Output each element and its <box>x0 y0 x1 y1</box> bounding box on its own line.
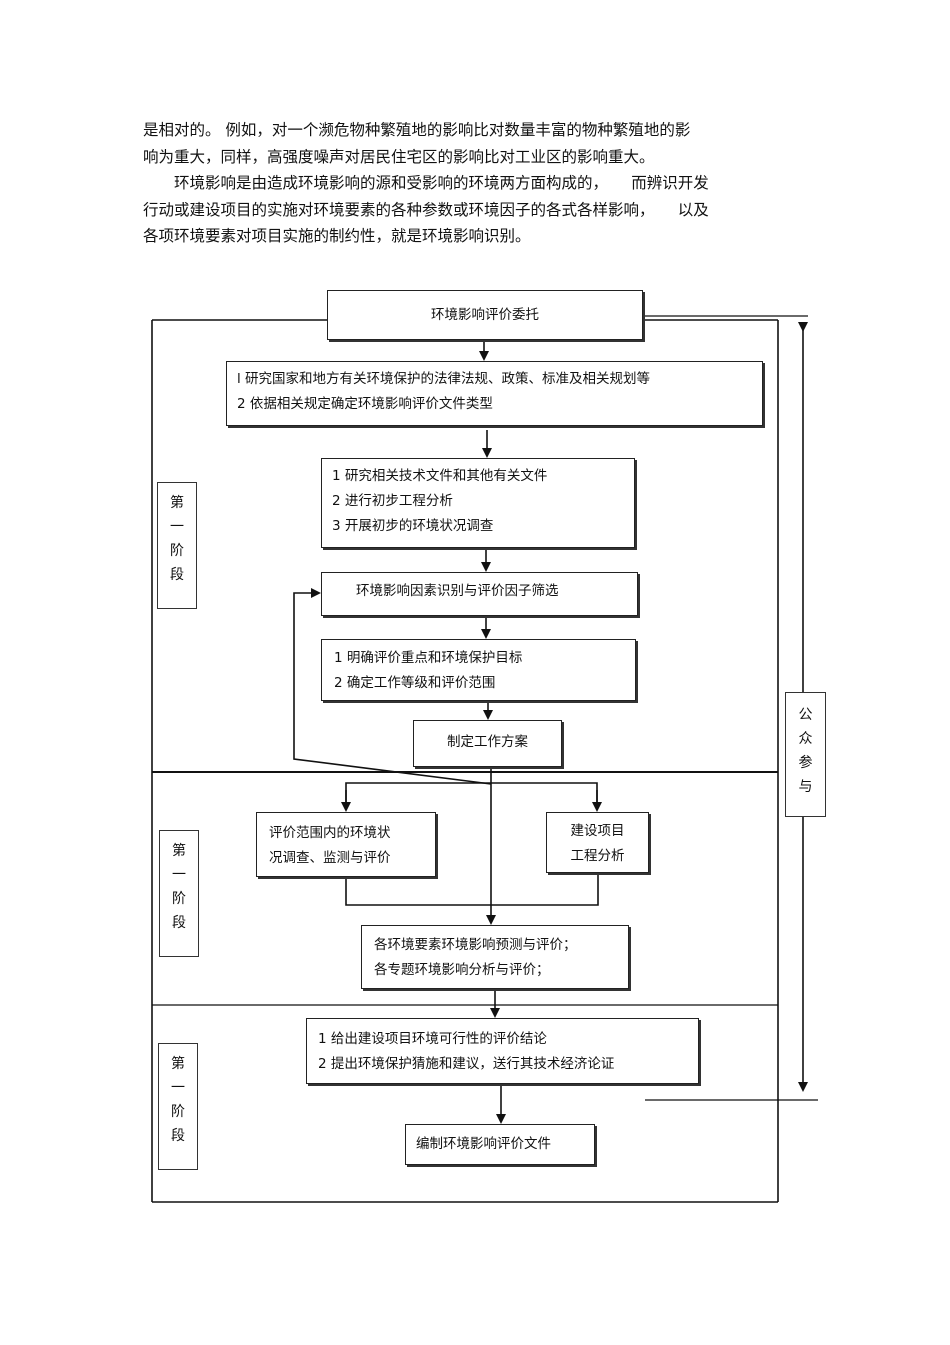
intro-paragraph: 是相对的。 例如，对一个濒危物种繁殖地的影响比对数量丰富的物种繁殖地的影 响为重… <box>143 117 813 250</box>
branch-line <box>345 782 598 810</box>
box-feasibility-conclusion: 1 给出建设项目环境可行性的评价结论 2 提出环境保护猜施和建议，送行其技术经济… <box>306 1018 699 1084</box>
box-line: 各环境要素环境影响预测与评价； <box>374 937 577 953</box>
box-line: 各专题环境影响分析与评价； <box>374 962 550 978</box>
box-line: 1 明确评价重点和环境保护目标 <box>334 650 523 666</box>
feedback-loop-arrow <box>293 588 492 785</box>
paragraph-line: 行动或建设项目的实施对环境要素的各种参数或环境因子的各式各样影响， 以及 <box>143 200 709 219</box>
box-engineering-analysis: 建设项目 工程分析 <box>546 812 649 873</box>
box-work-plan: 制定工作方案 <box>413 720 562 767</box>
paragraph-line: 各项环境要素对项目实施的制约性，就是环境影响识别。 <box>143 227 531 245</box>
box-line: 2 确定工作等级和评价范围 <box>334 675 496 691</box>
stage-label-2: 第 一 阶 段 <box>159 830 199 957</box>
box-compile-report: 编制环境影响评价文件 <box>405 1124 595 1165</box>
stage-label-1: 第 一 阶 段 <box>157 482 197 609</box>
box-line: 工程分析 <box>570 848 625 864</box>
box-line: 3 开展初步的环境状况调查 <box>332 518 494 534</box>
box-factor-identification: 环境影响因素识别与评价因子筛选 <box>321 572 638 616</box>
box-line: 1 研究相关技术文件和其他有关文件 <box>332 468 548 484</box>
paragraph-line: 响为重大，同样，高强度噪声对居民住宅区的影响比对工业区的影响重大。 <box>143 147 655 166</box>
box-impact-prediction: 各环境要素环境影响预测与评价； 各专题环境影响分析与评价； <box>361 925 629 989</box>
stage-label-3: 第 一 阶 段 <box>158 1043 198 1170</box>
box-eia-commission: 环境影响评价委托 <box>327 290 643 340</box>
paragraph-line: 环境影响是由造成环境影响的源和受影响的环境两方面构成的， 而辨识开发 <box>174 174 709 192</box>
box-line: 2 依据相关规定确定环境影响评价文件类型 <box>237 396 493 412</box>
paragraph-line: 是相对的。 例如，对一个濒危物种繁殖地的影响比对数量丰富的物种繁殖地的影 <box>143 121 691 139</box>
box-focus-scope: 1 明确评价重点和环境保护目标 2 确定工作等级和评价范围 <box>321 639 636 701</box>
box-line: l 研究国家和地方有关环境保护的法律法规、政策、标准及相关规划等 <box>237 371 651 387</box>
box-line: 评价范围内的环境状 <box>269 825 391 841</box>
merge-line <box>345 873 599 906</box>
box-line: 2 提出环境保护猜施和建议，送行其技术经济论证 <box>318 1056 615 1072</box>
box-line: 2 进行初步工程分析 <box>332 493 453 509</box>
box-laws-regulations: l 研究国家和地方有关环境保护的法律法规、政策、标准及相关规划等 2 依据相关规… <box>226 361 763 426</box>
box-preliminary-research: 1 研究相关技术文件和其他有关文件 2 进行初步工程分析 3 开展初步的环境状况… <box>321 458 635 548</box>
box-line: 况调查、监测与评价 <box>269 850 391 866</box>
box-line: 建设项目 <box>570 823 625 839</box>
box-environment-survey: 评价范围内的环境状 况调查、监测与评价 <box>256 812 436 877</box>
public-participation-label: 公 众 参 与 <box>785 692 826 817</box>
box-line: 1 给出建设项目环境可行性的评价结论 <box>318 1031 547 1047</box>
